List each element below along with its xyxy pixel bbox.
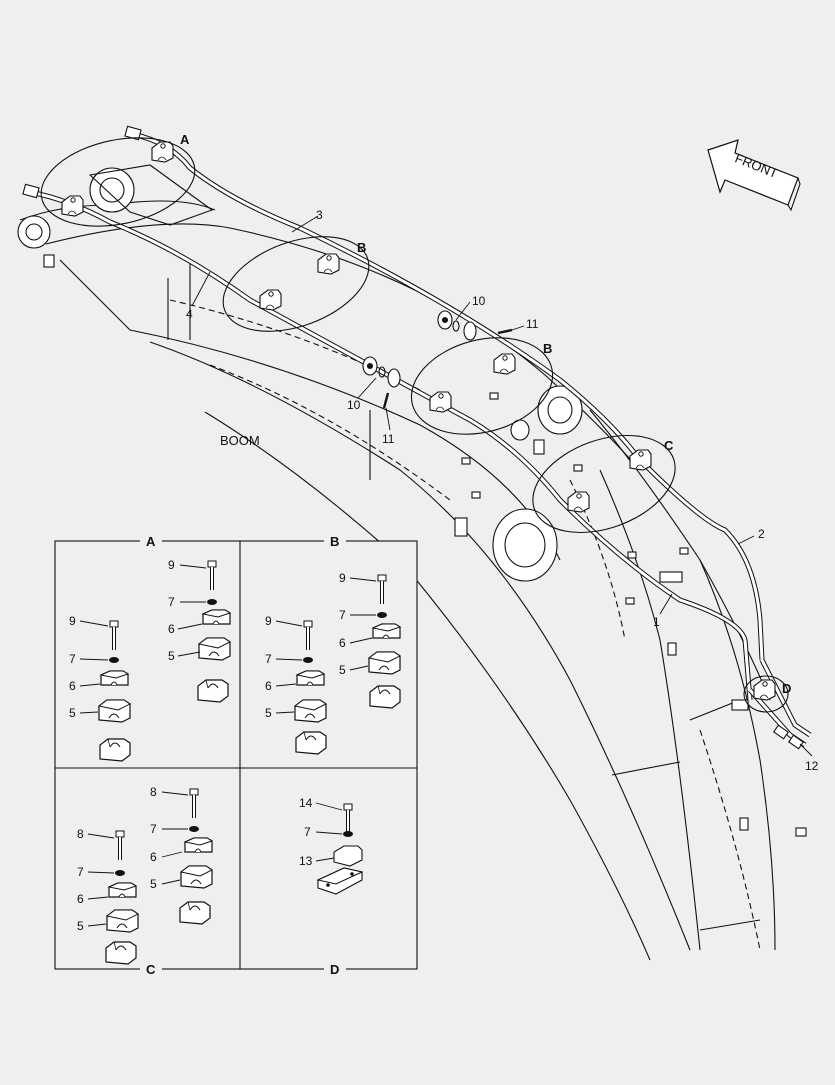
boom-structure [17,164,807,961]
callout-12: 12 [805,759,819,773]
panel-a-part-7-upper: 7 [168,595,175,609]
panel-a-part-9-lower: 9 [69,614,76,628]
detail-letter-c: C [664,438,674,453]
panel-b-part-6-upper: 6 [339,636,346,650]
panel-c-exploded-clamps: 8 7 6 5 8 7 6 5 [77,785,213,965]
callout-2: 2 [758,527,765,541]
callout-1: 1 [653,615,660,629]
panel-a-part-9-upper: 9 [168,558,175,572]
panel-c-title: C [146,962,156,977]
detail-letter-d: D [782,681,791,696]
panel-a-part-6-lower: 6 [69,679,76,693]
panel-d-title: D [330,962,339,977]
panel-b-part-6-lower: 6 [265,679,272,693]
panel-c-part-5-upper: 5 [150,877,157,891]
panel-a-part-6-upper: 6 [168,622,175,636]
panel-b-title: B [330,534,339,549]
panel-d-part-14: 14 [299,796,313,810]
front-direction-arrow: FRONT [707,139,801,212]
callout-11-lower: 11 [382,432,395,446]
panel-a-title: A [146,534,156,549]
panel-a-part-5-lower: 5 [69,706,76,720]
detail-letter-b1: B [357,240,366,255]
callout-3: 3 [316,208,323,222]
detail-circles [40,137,789,713]
panel-d-part-13: 13 [299,854,313,868]
panel-a-part-7-lower: 7 [69,652,76,666]
panel-c-part-8-upper: 8 [150,785,157,799]
callout-4: 4 [186,307,193,321]
panel-b-part-9-lower: 9 [265,614,272,628]
panel-b-part-5-lower: 5 [265,706,272,720]
panel-b-part-7-lower: 7 [265,652,272,666]
panel-b-part-5-upper: 5 [339,663,346,677]
leader-lines [191,215,813,757]
main-labels: BOOM A B B C D 3 4 10 11 10 11 1 2 12 [180,132,819,773]
panel-a-part-5-upper: 5 [168,649,175,663]
panel-a-exploded-clamps: 9 7 6 5 9 7 6 5 [69,558,231,762]
callout-10-upper: 10 [472,294,486,308]
boom-label: BOOM [220,433,260,448]
panel-b-part-9-upper: 9 [339,571,346,585]
hydraulic-pipes [29,131,812,748]
panel-b-part-7-upper: 7 [339,608,346,622]
panel-d-part-7: 7 [304,825,311,839]
panel-c-part-5-lower: 5 [77,919,84,933]
detail-letter-b2: B [543,341,552,356]
callout-11-upper: 11 [526,317,539,331]
panel-c-part-6-lower: 6 [77,892,84,906]
pipe-fittings [22,125,804,750]
panel-c-part-6-upper: 6 [150,850,157,864]
detail-letter-a: A [180,132,190,147]
panel-d-exploded-clamp: 14 7 13 [299,796,364,895]
panel-c-part-7-lower: 7 [77,865,84,879]
panel-c-part-8-lower: 8 [77,827,84,841]
callout-10-lower: 10 [347,398,361,412]
panel-c-part-7-upper: 7 [150,822,157,836]
panel-b-exploded-clamps: 9 7 6 5 9 7 6 5 [265,571,401,755]
